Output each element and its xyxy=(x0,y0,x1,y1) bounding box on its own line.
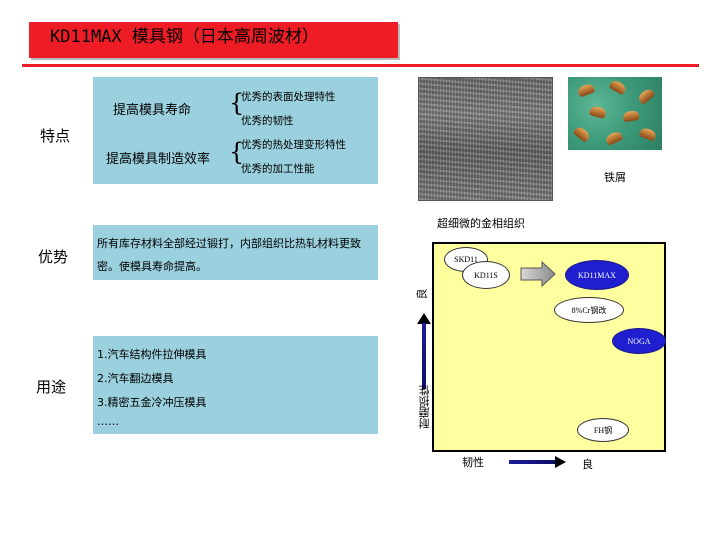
y-axis-bar xyxy=(422,323,426,389)
use-item-2: 2.汽车翻边模具 xyxy=(97,372,174,385)
chip-shape xyxy=(622,109,640,123)
microstructure-caption: 超细微的金相组织 xyxy=(437,217,525,230)
feature-sub-2b: 优秀的加工性能 xyxy=(241,163,315,175)
advantages-box xyxy=(93,225,378,280)
use-item-3: 3.精密五金冷冲压模具 xyxy=(97,396,207,409)
brace-icon: { xyxy=(229,138,245,166)
uses-box xyxy=(93,336,378,434)
iron-chips-photo xyxy=(568,77,662,150)
feature-sub-1a: 优秀的表面处理特性 xyxy=(241,91,336,103)
chip-shape xyxy=(604,130,624,146)
y-axis-label: 耐磨损性 xyxy=(419,385,431,429)
use-item-4: …… xyxy=(97,415,119,428)
feature-sub-1b: 优秀的韧性 xyxy=(241,115,294,127)
chip-shape xyxy=(636,87,656,105)
grade-noga: NOGA xyxy=(612,328,666,354)
use-item-1: 1.汽车结构件拉伸模具 xyxy=(97,348,207,361)
y-axis-good-label: 良 xyxy=(415,288,429,300)
grade-fh: FH钢 xyxy=(577,418,629,442)
iron-chips-caption: 铁屑 xyxy=(604,171,626,184)
x-axis-arrow-icon xyxy=(555,456,566,468)
page-title: KD11MAX 模具钢（日本高周波材） xyxy=(50,27,319,47)
grade-comparison-chart: SKD11 KD11S KD11MAX 8%Cr钢改 NOGA FH钢 xyxy=(432,242,666,452)
x-axis-good-label: 良 xyxy=(582,458,593,471)
features-label: 特点 xyxy=(40,127,71,145)
feature-sub-2a: 优秀的热处理变形特性 xyxy=(241,139,346,151)
arrow-right-icon xyxy=(520,261,556,287)
advantages-label: 优势 xyxy=(38,248,69,266)
microstructure-photo xyxy=(418,77,553,201)
uses-label: 用途 xyxy=(36,378,67,396)
title-banner xyxy=(29,22,398,58)
grade-kd11max: KD11MAX xyxy=(565,260,629,290)
feature-main-1: 提高模具寿命 xyxy=(113,103,192,118)
title-divider xyxy=(22,64,699,67)
features-box xyxy=(93,77,378,184)
x-axis-label: 韧性 xyxy=(462,456,484,469)
chip-shape xyxy=(638,126,658,142)
chip-shape xyxy=(588,105,608,119)
chip-shape xyxy=(572,125,592,143)
x-axis-bar xyxy=(509,460,555,464)
grade-kd11s: KD11S xyxy=(462,261,510,289)
chip-shape xyxy=(576,82,596,98)
chip-shape xyxy=(608,78,628,96)
feature-main-2: 提高模具制造效率 xyxy=(106,152,211,167)
brace-icon: { xyxy=(229,89,245,117)
grade-8cr: 8%Cr钢改 xyxy=(554,297,624,323)
advantages-text: 所有库存材料全部经过锻打，内部组织比热轧材料更致密。使模具寿命提高。 xyxy=(97,237,361,273)
y-axis-arrow-icon xyxy=(417,313,431,324)
